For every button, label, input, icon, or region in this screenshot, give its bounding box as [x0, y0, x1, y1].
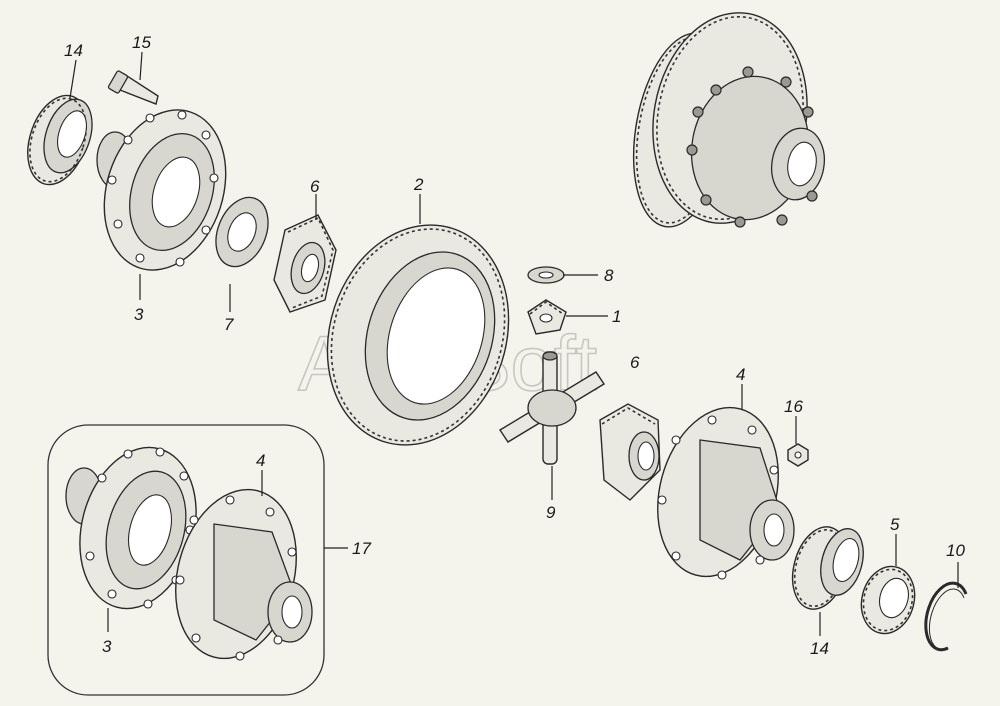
part-3-housing-top	[96, 109, 227, 271]
part-labels: 14 15 3 7 6 2 8 1 6 4 16 9 5 10 14 4 17 …	[64, 33, 965, 658]
label-4-right: 4	[736, 365, 745, 384]
label-5: 5	[890, 515, 900, 534]
label-7: 7	[224, 315, 234, 334]
label-1: 1	[612, 307, 621, 326]
leader-lines	[69, 51, 959, 636]
label-10: 10	[946, 541, 965, 560]
label-3-top: 3	[134, 305, 144, 324]
label-2: 2	[413, 175, 424, 194]
label-9: 9	[546, 503, 556, 522]
part-8-pinion-washer	[527, 266, 565, 284]
kit-17-frame	[47, 424, 325, 696]
label-14-top: 14	[64, 41, 83, 60]
label-8: 8	[604, 266, 614, 285]
part-16-nut	[787, 443, 809, 467]
label-14-bottom: 14	[810, 639, 829, 658]
part-2-ring-gear	[326, 224, 510, 446]
label-16: 16	[784, 397, 803, 416]
part-3-housing-kit	[65, 446, 197, 610]
part-9-spider-cross	[499, 351, 605, 465]
part-14-bearing-bottom	[791, 526, 864, 610]
part-7-thrust-washer	[215, 196, 269, 268]
label-15: 15	[132, 33, 151, 52]
part-14-bearing-top	[27, 94, 93, 186]
label-4-kit: 4	[256, 451, 265, 470]
label-6-top: 6	[310, 177, 320, 196]
part-15-bolt	[107, 70, 159, 105]
part-4-housing-right	[657, 406, 795, 580]
part-1-pinion-gear	[527, 299, 567, 335]
part-4-housing-kit	[175, 488, 313, 661]
part-10-retaining-ring	[924, 581, 968, 652]
label-17: 17	[352, 539, 371, 558]
label-6-bottom: 6	[630, 353, 640, 372]
part-6-side-gear-bottom	[599, 403, 661, 501]
part-6-side-gear-top	[273, 214, 337, 313]
label-3-kit: 3	[102, 637, 112, 656]
part-5-adjusting-nut	[860, 565, 916, 635]
assembled-differential	[632, 12, 826, 228]
